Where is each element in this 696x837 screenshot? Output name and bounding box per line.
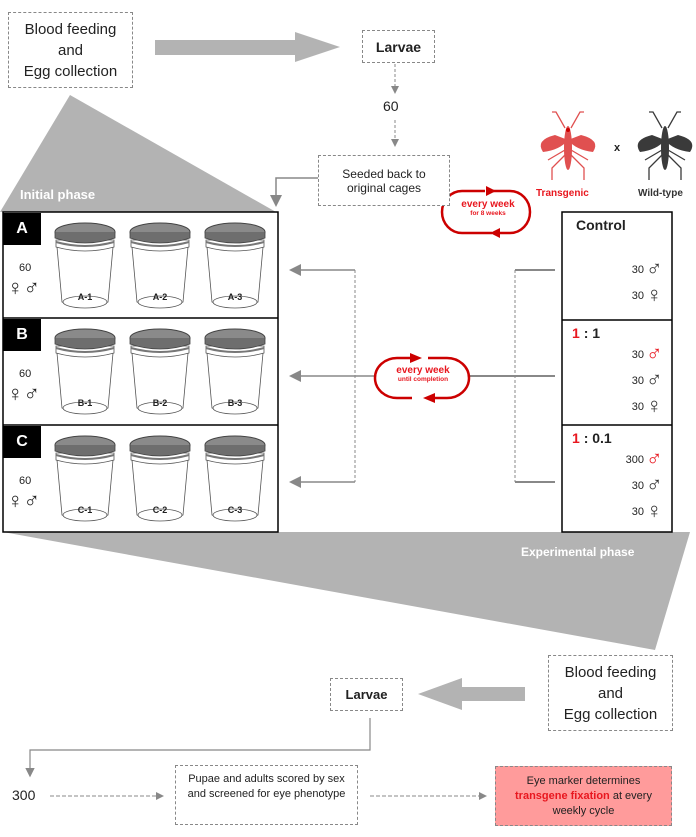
entry-count: 30 xyxy=(631,506,644,518)
row-count: 60 xyxy=(19,475,32,487)
treatment-panel xyxy=(561,211,673,533)
initial-phase-wedge xyxy=(0,95,276,212)
seeded-box: Seeded back to original cages xyxy=(318,155,450,206)
big-arrow-left xyxy=(418,678,525,710)
jar-label: A-3 xyxy=(227,292,243,302)
experimental-phase-label: Experimental phase xyxy=(521,545,635,559)
row-label-B: B xyxy=(3,319,41,351)
blood-feeding-box-bottom: Blood feeding and Egg collection xyxy=(548,655,673,731)
text-line: Egg collection xyxy=(563,705,658,723)
wild-type-label: Wild-type xyxy=(638,188,683,199)
cage-jar: C-3 xyxy=(202,435,268,525)
entry-count: 30 xyxy=(631,375,644,387)
cage-jar: B-1 xyxy=(52,328,118,418)
cross-symbol: x xyxy=(614,142,621,154)
loop-top-label: every week for 8 weeks xyxy=(455,199,521,217)
ratio-rest: : 0.1 xyxy=(583,430,612,446)
male-icon: ♂ xyxy=(646,367,663,392)
text-line: and xyxy=(597,684,624,702)
female-icon: ♀ xyxy=(646,393,663,418)
experimental-phase-wedge xyxy=(3,532,690,650)
male-icon: ♂ xyxy=(646,472,663,497)
entry-count: 30 xyxy=(631,290,644,302)
cage-jar: B-3 xyxy=(202,328,268,418)
text-line: Blood feeding xyxy=(24,20,117,38)
entry-count: 30 xyxy=(631,349,644,361)
row-count: 60 xyxy=(19,368,32,380)
loop-mid-sub: until completion xyxy=(397,376,449,383)
loop-mid-main: every week xyxy=(396,365,450,376)
entry-count: 30 xyxy=(631,264,644,276)
entry-count: 300 xyxy=(625,454,644,466)
blood-feeding-box-top: Blood feeding and Egg collection xyxy=(8,12,133,88)
jar-label: C-1 xyxy=(77,505,93,515)
jar-label: A-1 xyxy=(77,292,93,302)
jar-label: C-2 xyxy=(152,505,168,515)
wild-type-mosquito-icon xyxy=(637,111,693,180)
cage-jar: B-2 xyxy=(127,328,193,418)
arrow-larvae-to-300 xyxy=(25,718,371,778)
treatment-title: 1 : 1 xyxy=(572,325,600,341)
text-line: Egg collection xyxy=(23,62,118,80)
cage-jar: A-3 xyxy=(202,222,268,312)
ratio-rest: Control xyxy=(576,217,626,233)
male-icon: ♂ xyxy=(646,341,663,366)
initial-cage-panel xyxy=(2,211,279,533)
jar-label: C-3 xyxy=(227,505,243,515)
entry-count: 30 xyxy=(631,401,644,413)
text-line: and xyxy=(57,41,84,59)
arrow-seeded-to-cages xyxy=(270,177,318,207)
transfer-arrows xyxy=(289,264,555,488)
loop-top-sub: for 8 weeks xyxy=(470,210,506,217)
row-label-A: A xyxy=(3,213,41,245)
male-icon: ♂ xyxy=(646,446,663,471)
cage-jar: A-2 xyxy=(127,222,193,312)
result-text-end: at every weekly cycle xyxy=(552,789,652,817)
loop-mid-arrow xyxy=(373,353,471,403)
text-line: Blood feeding xyxy=(564,663,657,681)
ratio-rest: : 1 xyxy=(583,325,601,341)
row-label-C: C xyxy=(3,426,41,458)
big-arrow-right xyxy=(155,32,340,62)
loop-top-arrow xyxy=(440,186,532,238)
treatment-title: Control xyxy=(576,217,626,233)
larvae-box-bottom: Larvae xyxy=(330,678,403,711)
cage-jar: A-1 xyxy=(52,222,118,312)
larvae-count: 60 xyxy=(383,98,399,114)
treatment-title: 1 : 0.1 xyxy=(572,430,612,446)
ratio-transgenic: 1 xyxy=(572,325,580,341)
jar-label: B-2 xyxy=(152,398,168,408)
cage-jar: C-2 xyxy=(127,435,193,525)
larvae-count-bottom: 300 xyxy=(12,787,36,803)
larvae-box-top: Larvae xyxy=(362,30,435,63)
jar-label: A-2 xyxy=(152,292,168,302)
loop-top-main: every week xyxy=(461,199,515,210)
result-text: Eye marker determines xyxy=(526,774,641,787)
initial-phase-label: Initial phase xyxy=(20,187,96,202)
transgenic-mosquito-icon xyxy=(540,111,596,180)
row-count: 60 xyxy=(19,262,32,274)
cage-jar: C-1 xyxy=(52,435,118,525)
female-male-icon: ♀♂ xyxy=(7,275,40,300)
result-highlight: transgene fixation xyxy=(515,789,610,802)
female-icon: ♀ xyxy=(646,282,663,307)
jar-label: B-3 xyxy=(227,398,243,408)
female-male-icon: ♀♂ xyxy=(7,381,40,406)
ratio-transgenic: 1 xyxy=(572,430,580,446)
loop-mid-label: every week until completion xyxy=(385,365,461,383)
scored-box: Pupae and adults scored by sex and scree… xyxy=(175,765,358,825)
female-male-icon: ♀♂ xyxy=(7,488,40,513)
jar-label: B-1 xyxy=(77,398,93,408)
male-icon: ♂ xyxy=(646,256,663,281)
entry-count: 30 xyxy=(631,480,644,492)
transgenic-label: Transgenic xyxy=(536,188,589,199)
female-icon: ♀ xyxy=(646,498,663,523)
